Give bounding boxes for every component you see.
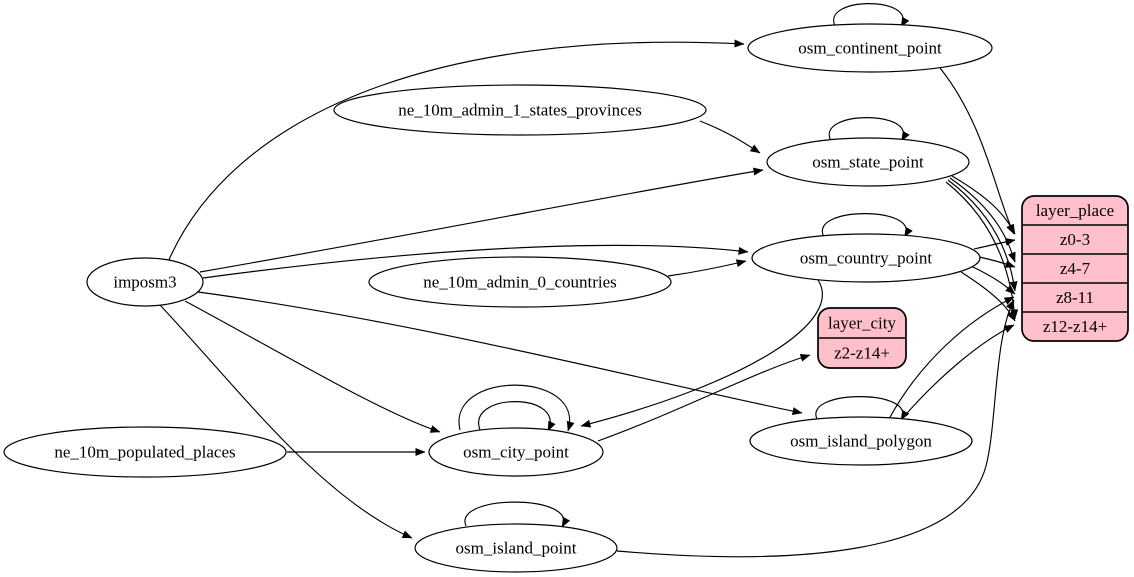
edge-osm_country_point-to-layer_place-z4-7 bbox=[978, 256, 1016, 268]
node-osm_continent_point: osm_continent_point bbox=[747, 23, 993, 73]
node-shape-osm_city_point bbox=[428, 427, 604, 477]
edge-osm_country_point-to-layer_place-z0-3 bbox=[973, 237, 1016, 250]
record-layer_place: layer_place z0-3 z4-7 z8-11 z12-z14+ bbox=[1021, 195, 1129, 342]
self-loop-osm_country_point-1 bbox=[821, 213, 913, 238]
edge-osm_state_point-to-layer_place-z0-3 bbox=[951, 175, 1016, 235]
node-label-osm_island_polygon: osm_island_polygon bbox=[790, 432, 932, 451]
node-shape-osm_continent_point bbox=[747, 23, 993, 73]
self-loop-osm_island_polygon-1 bbox=[815, 396, 910, 421]
node-shape-osm_country_point bbox=[751, 233, 981, 283]
edge-osm_state_point-to-layer_place-z8-11 bbox=[947, 179, 1018, 292]
edge-osm_island_polygon-to-layer_place-z8-11 bbox=[888, 296, 1015, 420]
node-label-osm_state_point: osm_state_point bbox=[812, 153, 924, 172]
edge-ne_10m_admin_1_states_provinces-to-osm_state_point bbox=[699, 120, 761, 154]
node-osm_island_point: osm_island_point bbox=[414, 523, 618, 573]
node-label-imposm3: imposm3 bbox=[113, 273, 176, 292]
node-osm_state_point: osm_state_point bbox=[766, 137, 970, 187]
record-row-layer_place-4: z12-z14+ bbox=[1043, 317, 1107, 336]
node-label-osm_continent_point: osm_continent_point bbox=[798, 39, 942, 58]
edge-imposm3-to-osm_city_point bbox=[184, 300, 441, 433]
edge-osm_city_point-to-layer_city-z2-z14+ bbox=[597, 353, 811, 442]
node-shape-ne_10m_admin_0_countries bbox=[368, 256, 672, 308]
node-label-ne_10m_populated_places: ne_10m_populated_places bbox=[54, 443, 235, 462]
edge-osm_island_point-to-layer_place-z8-11 bbox=[616, 299, 1015, 558]
node-shape-osm_island_point bbox=[414, 523, 618, 573]
self-loop-osm_city_point-1 bbox=[458, 384, 575, 432]
records-layer: layer_city z2-z14+ layer_place z0-3 z4-7 z8-1… bbox=[817, 195, 1129, 369]
self-loop-osm_state_point-1 bbox=[828, 117, 910, 142]
record-row-layer_place-0: layer_place bbox=[1036, 201, 1114, 220]
record-row-layer_city-1: z2-z14+ bbox=[834, 344, 890, 363]
edge-imposm3-to-osm_country_point bbox=[202, 244, 749, 279]
node-shape-osm_island_polygon bbox=[749, 416, 973, 466]
edges-layer bbox=[158, 3, 1019, 558]
node-shape-ne_10m_populated_places bbox=[3, 426, 287, 478]
self-loop-osm_continent_point-1 bbox=[833, 3, 910, 28]
node-label-osm_island_point: osm_island_point bbox=[456, 539, 577, 558]
node-label-ne_10m_admin_1_states_provinces: ne_10m_admin_1_states_provinces bbox=[398, 101, 642, 120]
edge-osm_state_point-to-layer_place-z4-7 bbox=[949, 177, 1016, 263]
self-loop-osm_city_point-2 bbox=[478, 401, 556, 432]
node-shape-imposm3 bbox=[86, 257, 204, 307]
record-shape-layer_place bbox=[1021, 195, 1129, 342]
node-osm_city_point: osm_city_point bbox=[428, 427, 604, 477]
edge-imposm3-to-osm_state_point bbox=[199, 167, 764, 273]
edge-imposm3-to-osm_continent_point bbox=[167, 39, 745, 263]
edge-osm_country_point-to-layer_place-z12-z14+ bbox=[960, 271, 1016, 322]
node-label-osm_city_point: osm_city_point bbox=[463, 443, 569, 462]
edge-imposm3-to-osm_island_polygon bbox=[197, 291, 803, 416]
record-row-layer_place-3: z8-11 bbox=[1056, 288, 1094, 307]
edge-osm_country_point-to-osm_city_point bbox=[580, 279, 823, 428]
node-osm_island_polygon: osm_island_polygon bbox=[749, 416, 973, 466]
edge-osm_island_polygon-to-layer_place-z12-z14+ bbox=[900, 324, 1015, 421]
node-osm_country_point: osm_country_point bbox=[751, 233, 981, 283]
node-label-osm_country_point: osm_country_point bbox=[800, 249, 932, 268]
node-shape-ne_10m_admin_1_states_provinces bbox=[333, 84, 707, 136]
node-label-ne_10m_admin_0_countries: ne_10m_admin_0_countries bbox=[423, 273, 617, 292]
record-row-layer_place-1: z0-3 bbox=[1060, 230, 1090, 249]
record-layer_city: layer_city z2-z14+ bbox=[817, 307, 907, 369]
edge-osm_continent_point-to-layer_place-z0-3 bbox=[939, 67, 1015, 235]
record-row-layer_city-0: layer_city bbox=[828, 314, 896, 333]
node-imposm3: imposm3 bbox=[86, 257, 204, 307]
edge-osm_country_point-to-layer_place-z8-11 bbox=[970, 265, 1016, 295]
nodes-layer: osm_continent_point ne_10m_admin_1_states… bbox=[3, 23, 993, 573]
node-shape-osm_state_point bbox=[766, 137, 970, 187]
edge-imposm3-to-osm_island_point bbox=[158, 303, 413, 539]
edge-ne_10m_admin_0_countries-to-osm_country_point bbox=[667, 259, 747, 277]
self-loop-osm_island_point-1 bbox=[464, 501, 571, 528]
node-ne_10m_admin_1_states_provinces: ne_10m_admin_1_states_provinces bbox=[333, 84, 707, 136]
node-ne_10m_populated_places: ne_10m_populated_places bbox=[3, 426, 287, 478]
node-ne_10m_admin_0_countries: ne_10m_admin_0_countries bbox=[368, 256, 672, 308]
record-row-layer_place-2: z4-7 bbox=[1060, 259, 1091, 278]
